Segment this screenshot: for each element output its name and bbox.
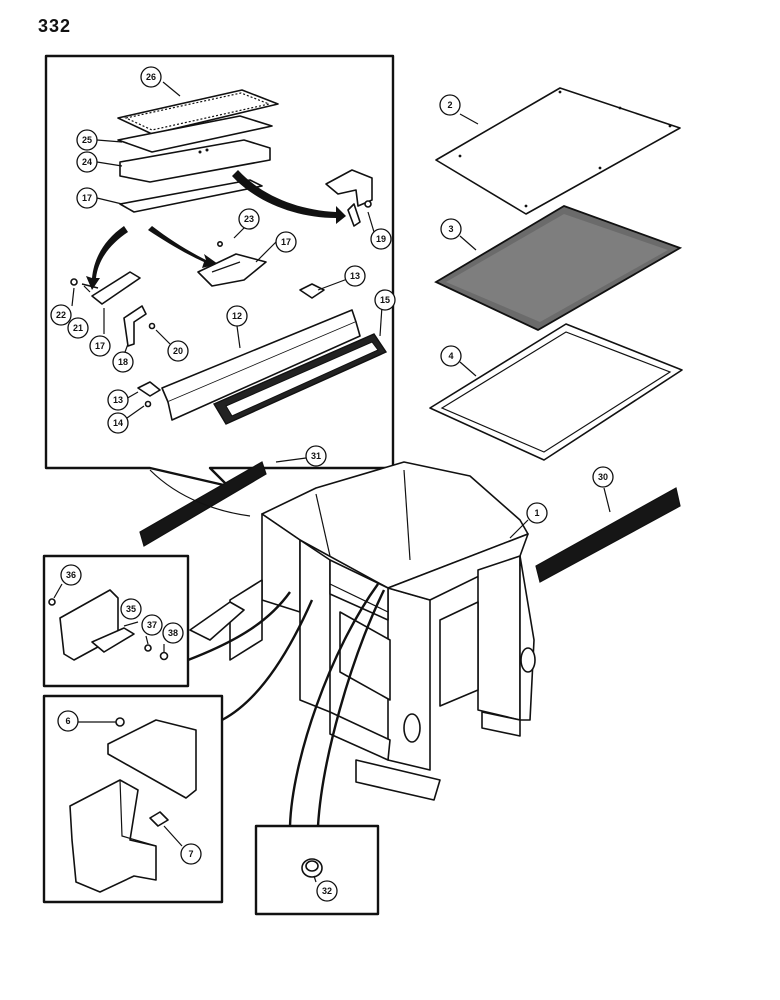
callout-14: 14 [107, 412, 129, 434]
callout-13-upper: 13 [344, 265, 366, 287]
part-clip-17-lower [70, 271, 141, 305]
svg-text:23: 23 [244, 214, 254, 224]
svg-text:18: 18 [118, 357, 128, 367]
part-screw-14 [144, 400, 152, 408]
callout-32: 32 [316, 880, 338, 902]
callout-17-slider: 17 [275, 231, 297, 253]
callout-30: 30 [592, 466, 614, 488]
callout-7: 7 [180, 843, 202, 865]
arrow-to-slider-17 [148, 226, 218, 268]
part-slider-17 [197, 241, 267, 287]
callout-20: 20 [167, 340, 189, 362]
detail-inset-hinge [42, 554, 190, 688]
part-plug-32 [301, 858, 323, 878]
inset-pointer-hinge [187, 591, 291, 662]
svg-text:37: 37 [147, 620, 157, 630]
callout-35: 35 [120, 598, 142, 620]
part-bracket-19 [325, 169, 373, 227]
callout-38: 38 [162, 622, 184, 644]
callout-22: 22 [50, 304, 72, 326]
detail-inset-plug [254, 824, 380, 916]
callout-4: 4 [440, 345, 462, 367]
inset-pointer-cover [221, 599, 314, 722]
svg-text:12: 12 [232, 311, 242, 321]
svg-text:4: 4 [448, 351, 453, 361]
callout-13-lower: 13 [107, 389, 129, 411]
svg-text:17: 17 [82, 193, 92, 203]
svg-text:14: 14 [113, 418, 123, 428]
part-weather-strip-30 [535, 487, 681, 583]
detail-inset-cover [42, 694, 224, 904]
svg-text:13: 13 [350, 271, 360, 281]
part-seal-15 [212, 333, 388, 425]
part-frame-25 [117, 115, 273, 153]
callout-31: 31 [305, 445, 327, 467]
callout-17-clip: 17 [89, 335, 111, 357]
part-housing-24 [119, 139, 271, 183]
inset-pointer-plug [288, 583, 379, 827]
svg-text:1: 1 [534, 508, 539, 518]
callout-15: 15 [374, 289, 396, 311]
callout-25: 25 [76, 129, 98, 151]
detail-inset-vent-assembly [44, 54, 395, 488]
svg-text:25: 25 [82, 135, 92, 145]
svg-text:17: 17 [95, 341, 105, 351]
part-roof-gasket-4 [429, 323, 683, 461]
svg-text:31: 31 [311, 451, 321, 461]
svg-text:38: 38 [168, 628, 178, 638]
callout-17-upper: 17 [76, 187, 98, 209]
callout-12: 12 [226, 305, 248, 327]
part-hinge-assembly [48, 589, 169, 661]
svg-text:2: 2 [447, 100, 452, 110]
part-latch-18 [123, 305, 147, 347]
svg-text:36: 36 [66, 570, 76, 580]
inset-pointer [149, 469, 251, 517]
svg-text:26: 26 [146, 72, 156, 82]
part-cab-frame-1 [189, 461, 536, 801]
callout-2: 2 [439, 94, 461, 116]
part-bracket-13-lower [137, 381, 161, 397]
part-bracket-13-upper [299, 283, 325, 299]
callout-3: 3 [440, 218, 462, 240]
svg-text:21: 21 [73, 323, 83, 333]
svg-text:35: 35 [126, 604, 136, 614]
arrow-to-bracket-21 [86, 226, 128, 290]
callout-19: 19 [370, 228, 392, 250]
part-rail-17-upper [119, 179, 263, 213]
part-screw-20 [148, 322, 156, 330]
svg-text:7: 7 [188, 849, 193, 859]
svg-text:15: 15 [380, 295, 390, 305]
svg-text:30: 30 [598, 472, 608, 482]
inset-pointer-plug-b [316, 589, 386, 827]
svg-text:24: 24 [82, 157, 92, 167]
callout-37: 37 [141, 614, 163, 636]
svg-text:6: 6 [65, 716, 70, 726]
part-cover-plate [107, 717, 197, 799]
arrow-to-bracket-19 [232, 170, 346, 224]
callout-24: 24 [76, 151, 98, 173]
part-panel-12 [161, 309, 361, 421]
svg-text:32: 32 [322, 886, 332, 896]
part-gasket-26 [117, 89, 279, 135]
callout-1: 1 [526, 502, 548, 524]
svg-text:3: 3 [448, 224, 453, 234]
part-cover-shroud [69, 779, 169, 893]
svg-text:22: 22 [56, 310, 66, 320]
part-headliner-3 [434, 205, 683, 332]
callout-21: 21 [67, 317, 89, 339]
part-roof-panel-2 [435, 87, 681, 215]
svg-text:13: 13 [113, 395, 123, 405]
page-number: 332 [38, 16, 72, 36]
callout-36: 36 [60, 564, 82, 586]
svg-text:20: 20 [173, 346, 183, 356]
callout-23: 23 [238, 208, 260, 230]
svg-text:17: 17 [281, 237, 291, 247]
callout-18: 18 [112, 351, 134, 373]
callout-6: 6 [57, 710, 79, 732]
svg-text:19: 19 [376, 234, 386, 244]
callout-26: 26 [140, 66, 162, 88]
